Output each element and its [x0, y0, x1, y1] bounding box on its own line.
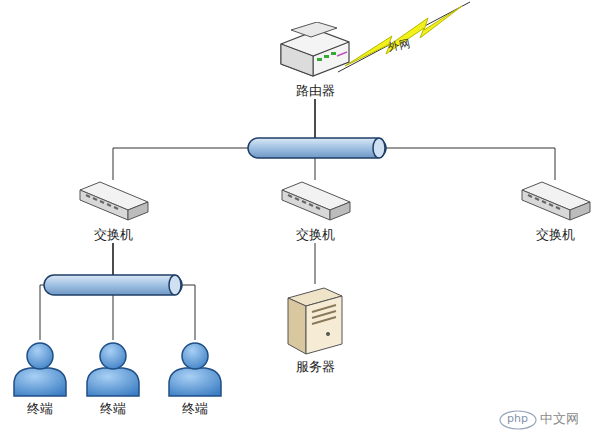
server-symbol	[284, 284, 346, 356]
terminal-symbol	[167, 340, 223, 398]
node-label: 交换机	[296, 227, 335, 243]
node-label: 服务器	[296, 359, 335, 375]
node-label: 交换机	[94, 227, 133, 243]
router-icon: 路由器	[277, 22, 353, 99]
node-label: 终端	[182, 401, 208, 417]
lightning-bolt	[345, 6, 462, 66]
switch-icon: 交换机	[518, 180, 592, 243]
bus-pipe	[248, 138, 386, 158]
watermark-text: 中文网	[540, 410, 579, 428]
switch-symbol	[518, 180, 592, 224]
switch-icon: 交换机	[278, 180, 352, 243]
switch-symbol	[76, 180, 150, 224]
switch-icon: 交换机	[76, 180, 150, 243]
server-icon: 服务器	[284, 284, 346, 375]
node-label: 路由器	[296, 83, 335, 99]
terminal-symbol	[12, 340, 68, 398]
terminal-icon: 终端	[85, 340, 141, 417]
terminal-icon: 终端	[12, 340, 68, 417]
router-symbol	[277, 22, 353, 80]
uplink-line	[338, 2, 470, 72]
network-label: 外网	[387, 36, 412, 55]
watermark-logo	[500, 411, 536, 429]
switch-symbol	[278, 180, 352, 224]
node-label: 终端	[27, 401, 53, 417]
node-label: 交换机	[536, 227, 575, 243]
terminal-icon: 终端	[167, 340, 223, 417]
watermark-text: php	[507, 412, 528, 425]
node-label: 终端	[100, 401, 126, 417]
bus-pipe	[44, 275, 182, 295]
network-link	[315, 243, 316, 284]
terminal-symbol	[85, 340, 141, 398]
